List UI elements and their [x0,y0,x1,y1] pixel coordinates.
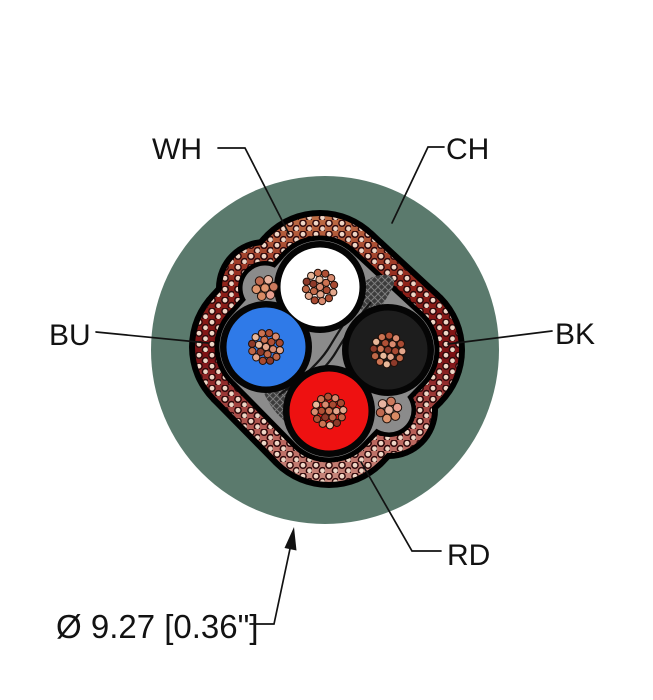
copper-strand [263,275,274,285]
leader-line-rd [360,461,442,552]
copper-strand [336,399,345,408]
copper-strand [330,280,339,289]
copper-strand [248,339,257,348]
diameter-leader-line [249,543,292,625]
copper-strand [252,353,261,362]
copper-strand [310,407,319,416]
copper-strand [375,407,386,418]
copper-strand [324,294,333,303]
copper-strand [257,329,266,338]
leader-line-bu [95,331,209,344]
copper-strand [382,360,391,369]
copper-strand [321,269,330,278]
copper-strand [304,291,313,300]
copper-strand [313,268,322,277]
label-red-conductor: RD [447,539,490,572]
copper-strand [251,333,260,342]
copper-strand [318,297,327,306]
copper-strand [382,413,392,424]
copper-strand [396,339,405,348]
copper-strand [369,344,378,353]
copper-strand [301,285,310,294]
copper-strand [332,418,341,427]
copper-strand [375,357,384,366]
leader-line-wh [217,147,290,235]
copper-strand [251,284,262,295]
copper-strand [322,278,331,287]
copper-strand [386,396,396,407]
copper-strand [377,333,386,342]
copper-strand [372,337,381,346]
copper-strand [386,352,395,361]
copper-strand [313,414,322,423]
copper-strand [254,276,265,286]
copper-strand [307,271,316,280]
copper-strand [310,296,319,305]
copper-strand [388,340,397,349]
label-black-conductor: BK [555,318,595,351]
copper-strand [268,282,279,292]
copper-strand [377,399,388,409]
copper-strand [385,331,394,340]
strand-layer [248,268,407,430]
copper-strand [392,334,401,343]
copper-strand [256,291,267,302]
copper-strand [271,332,280,341]
copper-strand [275,346,284,355]
copper-strand [258,356,267,365]
copper-strand [324,392,333,401]
copper-strand [398,347,407,356]
copper-strand [331,394,340,403]
copper-strand [327,274,336,283]
label-jacket: CH [446,133,489,166]
copper-strand [248,347,257,356]
copper-strand [337,413,346,422]
leader-line-ch [391,146,445,224]
copper-strand [339,406,348,415]
copper-strand [390,358,399,367]
copper-strand [265,290,276,300]
label-white-conductor: WH [152,133,202,166]
copper-strand [395,354,404,363]
copper-strand [316,290,325,299]
copper-strand [318,419,327,428]
copper-strand [275,338,284,347]
copper-strand [269,345,278,354]
copper-strand [272,352,281,361]
copper-strand [317,395,326,404]
copper-strand [392,402,403,413]
label-blue-conductor: BU [49,319,91,352]
copper-strand [302,277,311,286]
copper-strand [325,421,334,430]
leader-line-bk [447,330,553,345]
copper-strand [265,329,274,338]
copper-strand [390,411,401,421]
diameter-arrow-head [284,527,297,551]
copper-strand [266,356,275,365]
copper-strand [315,275,324,284]
copper-strand [329,288,338,297]
diameter-label: Ø 9.27 [0.36"] [56,608,259,645]
